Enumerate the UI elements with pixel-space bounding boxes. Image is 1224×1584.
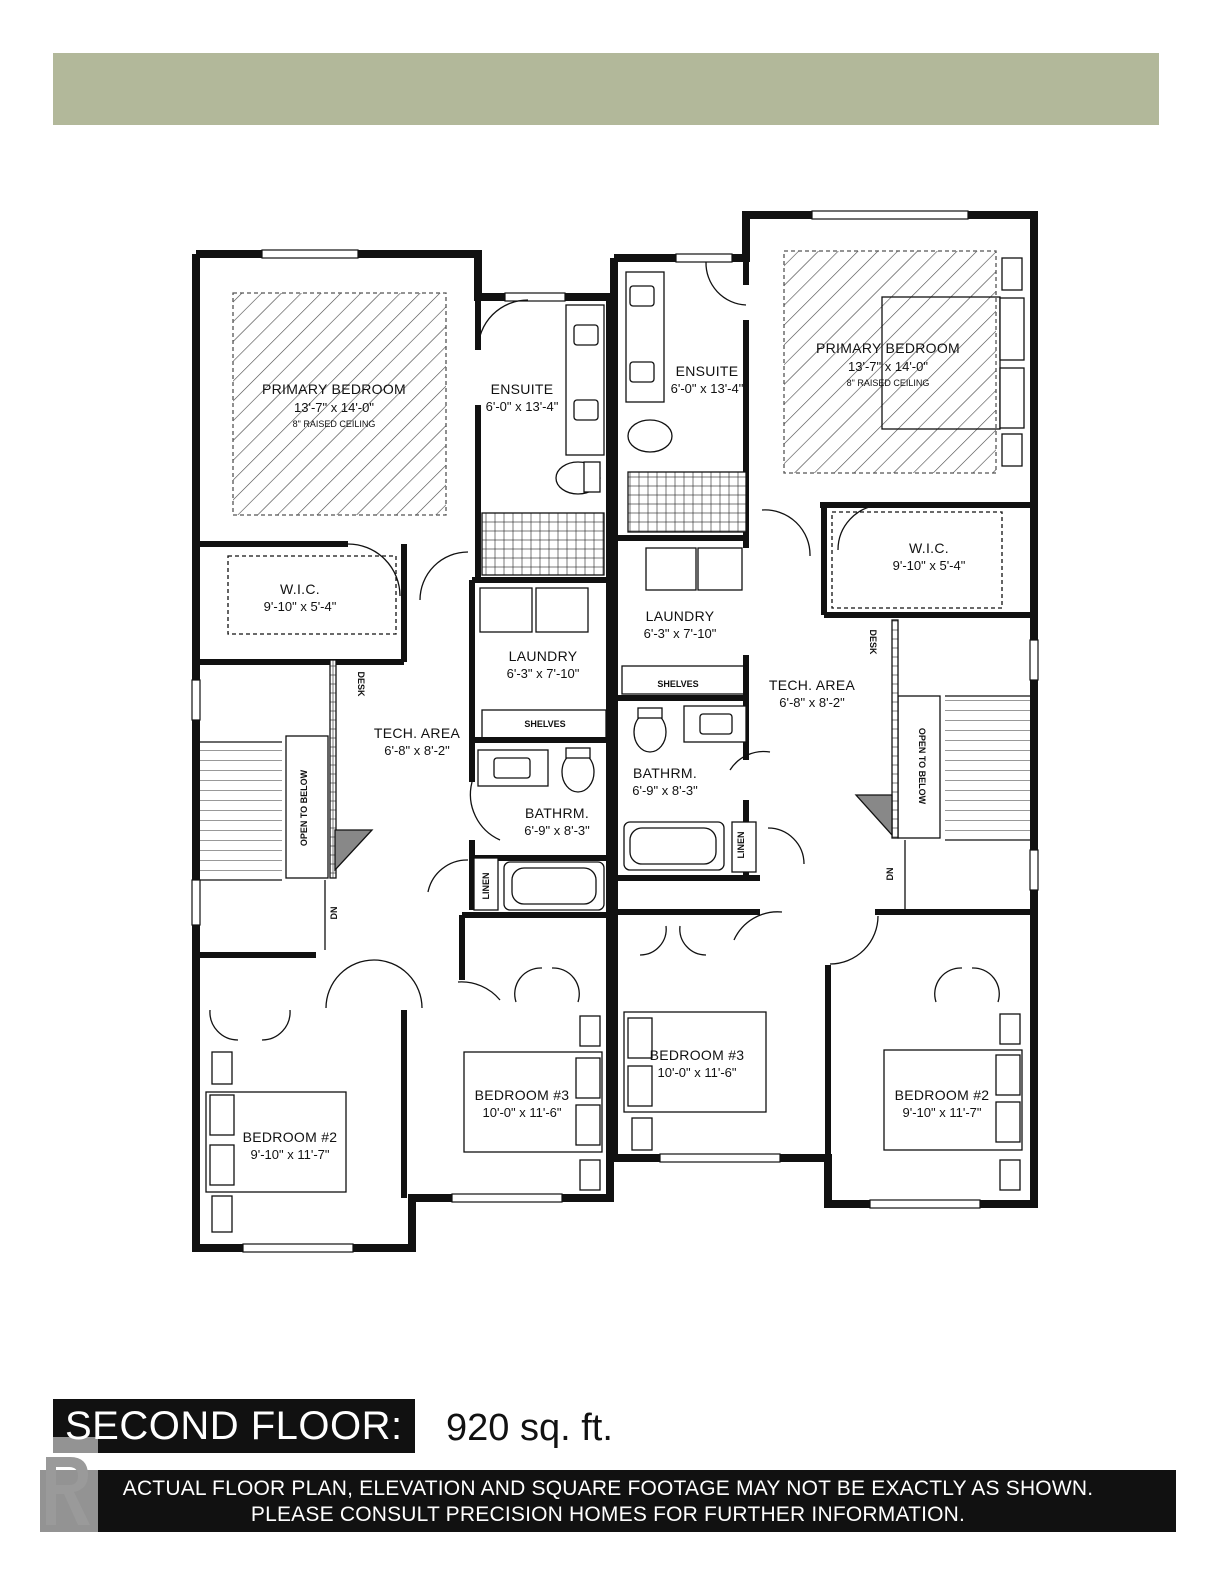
right-ensuite-name: ENSUITE (676, 363, 739, 379)
disclaimer-line-2: PLEASE CONSULT PRECISION HOMES FOR FURTH… (250, 1503, 966, 1526)
left-shelves-label: SHELVES (524, 719, 565, 729)
left-open-to-below-label: OPEN TO BELOW (299, 769, 309, 846)
right-desk-label: DESK (868, 629, 878, 655)
right-laundry-name: LAUNDRY (646, 608, 715, 624)
left-bedroom2-dims: 9'-10" x 11'-7" (251, 1147, 330, 1162)
right-laundry-dims: 6'-3" x 7'-10" (644, 626, 717, 641)
right-open-to-below-label: OPEN TO BELOW (917, 728, 927, 805)
left-bedroom3-name: BEDROOM #3 (475, 1087, 570, 1103)
left-linen-label: LINEN (481, 873, 491, 900)
left-bathroom-name: BATHRM. (525, 805, 589, 821)
right-linen-closet (731, 821, 757, 873)
right-bedroom2-dims: 9'-10" x 11'-7" (903, 1105, 982, 1120)
door-swings (209, 261, 1000, 1041)
right-ensuite-dims: 6'-0" x 13'-4" (671, 381, 744, 396)
right-linen-label: LINEN (736, 832, 746, 859)
left-primary-bedroom-note: 8" RAISED CEILING (293, 419, 376, 429)
right-primary-bedroom-hatch (783, 250, 997, 474)
right-bedroom2-name: BEDROOM #2 (895, 1087, 990, 1103)
left-primary-bedroom-name: PRIMARY BEDROOM (262, 381, 406, 397)
disclaimer: ACTUAL FLOOR PLAN, ELEVATION AND SQUARE … (40, 1470, 1176, 1532)
left-ensuite-dims: 6'-0" x 13'-4" (486, 399, 559, 414)
right-bathroom-name: BATHRM. (633, 765, 697, 781)
right-primary-bedroom-dims: 13'-7" x 14'-0" (848, 359, 928, 374)
right-dn-label: DN (885, 868, 895, 881)
right-tech-area-dims: 6'-8" x 8'-2" (779, 695, 845, 710)
left-wic-dims: 9'-10" x 5'-4" (264, 599, 337, 614)
disclaimer-line-1: ACTUAL FLOOR PLAN, ELEVATION AND SQUARE … (122, 1477, 1094, 1500)
right-primary-bedroom-note: 8" RAISED CEILING (847, 378, 930, 388)
left-wic-name: W.I.C. (280, 581, 320, 597)
right-bathroom-dims: 6'-9" x 8'-3" (632, 783, 698, 798)
left-laundry-name: LAUNDRY (509, 648, 578, 664)
left-desk-label: DESK (356, 671, 366, 697)
floor-label: SECOND FLOOR: (53, 1399, 415, 1453)
left-unit-fixtures (200, 292, 607, 1233)
windows (191, 210, 1039, 1253)
left-ensuite-name: ENSUITE (491, 381, 554, 397)
left-laundry-dims: 6'-3" x 7'-10" (507, 666, 580, 681)
r-logo-icon (36, 1437, 98, 1533)
left-linen-closet (473, 857, 499, 911)
right-unit-fixtures (621, 250, 1030, 1191)
right-shower (627, 471, 747, 533)
left-tech-area-name: TECH. AREA (374, 725, 461, 741)
right-wic-dims: 9'-10" x 5'-4" (893, 558, 966, 573)
left-tech-area-dims: 6'-8" x 8'-2" (384, 743, 450, 758)
left-primary-bedroom-hatch (232, 292, 447, 516)
right-wic-name: W.I.C. (909, 540, 949, 556)
right-primary-bedroom-name: PRIMARY BEDROOM (816, 340, 960, 356)
left-dn-label: DN (329, 907, 339, 920)
left-unit-labels: PRIMARY BEDROOM 13'-7" x 14'-0" 8" RAISE… (243, 381, 591, 1162)
right-bedroom3-name: BEDROOM #3 (650, 1047, 745, 1063)
header-banner (53, 53, 1159, 125)
left-shower (481, 512, 605, 576)
right-tech-area-name: TECH. AREA (769, 677, 856, 693)
right-shelves-label: SHELVES (657, 679, 698, 689)
square-footage: 920 sq. ft. (446, 1407, 613, 1449)
right-unit-labels: PRIMARY BEDROOM 13'-7" x 14'-0" 8" RAISE… (632, 340, 989, 1120)
left-bedroom2-name: BEDROOM #2 (243, 1129, 338, 1145)
left-bedroom3-dims: 10'-0" x 11'-6" (483, 1105, 562, 1120)
left-bathroom-dims: 6'-9" x 8'-3" (524, 823, 590, 838)
right-bedroom3-dims: 10'-0" x 11'-6" (658, 1065, 737, 1080)
left-primary-bedroom-dims: 13'-7" x 14'-0" (294, 400, 374, 415)
